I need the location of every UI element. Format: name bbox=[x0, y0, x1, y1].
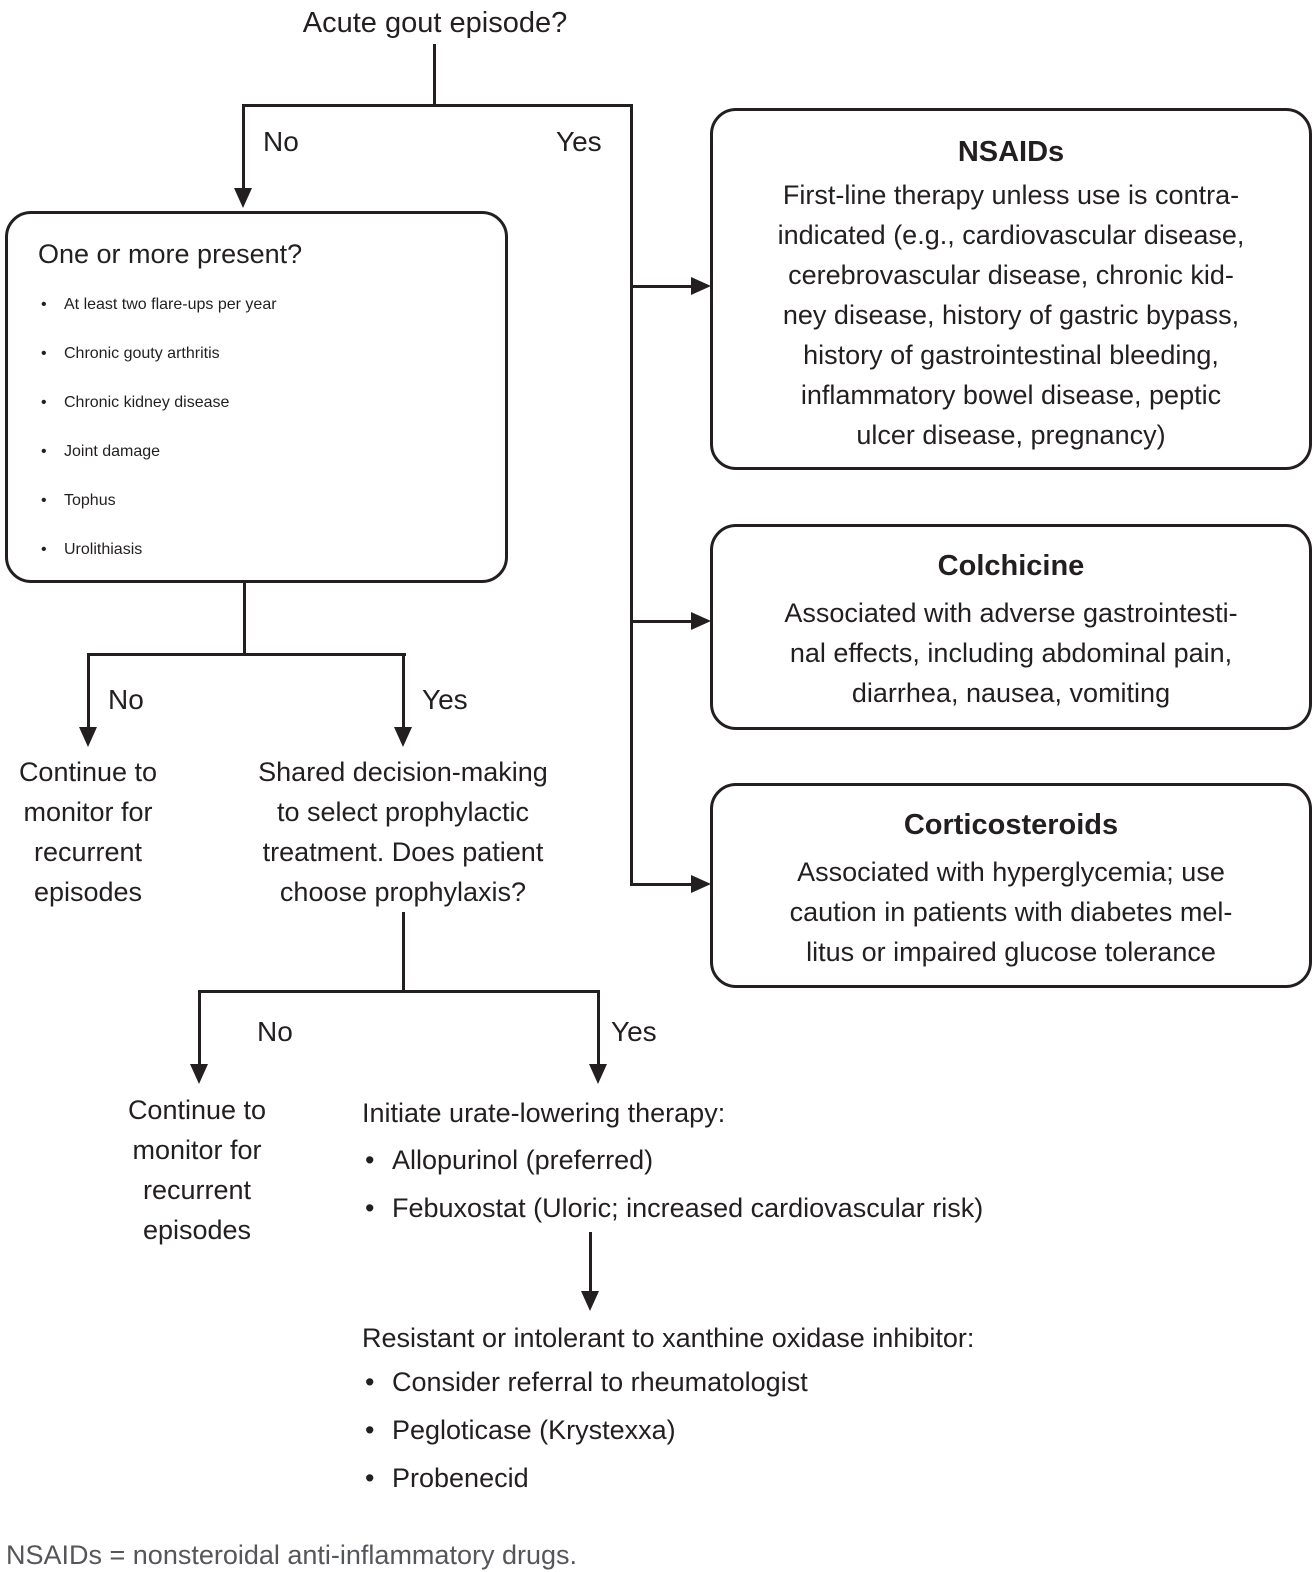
colchicine-box-body: Associated with adverse gastrointesti- n… bbox=[723, 593, 1299, 713]
shared-decision-line: choose prophylaxis? bbox=[279, 877, 527, 907]
colchicine-line: nal effects, including abdominal pain, bbox=[789, 638, 1233, 668]
corticosteroids-line: litus or impaired glucose tolerance bbox=[806, 937, 1216, 967]
connector-root-stem bbox=[433, 44, 436, 106]
connector-to-colchicine bbox=[632, 620, 694, 623]
corticosteroids-box-title: Corticosteroids bbox=[903, 809, 1119, 841]
nsaids-line: inflammatory bowel disease, peptic bbox=[800, 380, 1222, 410]
arrowhead-resistant-icon bbox=[581, 1291, 599, 1311]
shared-decision-line: to select prophylactic bbox=[276, 797, 530, 827]
connector-split3 bbox=[198, 990, 600, 993]
connector-no2-stem bbox=[87, 653, 90, 729]
criteria-box: One or more present? At least two flare-… bbox=[5, 211, 508, 583]
colchicine-line: Associated with adverse gastrointesti- bbox=[784, 598, 1238, 628]
connector-criteria-stem bbox=[243, 583, 246, 656]
criteria-item: At least two flare-ups per year bbox=[38, 280, 491, 329]
branch3-no-label: No bbox=[257, 1016, 293, 1047]
resistant-heading: Resistant or intolerant to xanthine oxid… bbox=[362, 1323, 975, 1353]
arrowhead-nsaids-icon bbox=[691, 277, 711, 295]
arrowhead-yes3-icon bbox=[589, 1064, 607, 1084]
criteria-list: At least two flare-ups per year Chronic … bbox=[38, 280, 491, 574]
shared-decision-line: Shared decision-making bbox=[258, 757, 548, 787]
shared-decision-line: treatment. Does patient bbox=[262, 837, 544, 867]
root-question: Acute gout episode? bbox=[302, 7, 568, 39]
connector-root-split bbox=[242, 104, 633, 107]
branch2-no-label: No bbox=[108, 684, 144, 715]
monitor1-line: recurrent bbox=[33, 837, 143, 867]
footnote: NSAIDs = nonsteroidal anti-inflammatory … bbox=[6, 1540, 577, 1570]
connector-no3-stem bbox=[198, 990, 201, 1066]
branch1-no-label: No bbox=[263, 126, 299, 157]
initiate-item: Allopurinol (preferred) bbox=[362, 1136, 1122, 1184]
monitor1-line: episodes bbox=[33, 877, 143, 907]
resistant-item: Probenecid bbox=[362, 1454, 1122, 1502]
arrowhead-corticosteroids-icon bbox=[691, 875, 711, 893]
connector-yes3-stem bbox=[597, 990, 600, 1066]
criteria-item: Urolithiasis bbox=[38, 525, 491, 574]
nsaids-box-body: First-line therapy unless use is contra-… bbox=[723, 175, 1299, 455]
arrowhead-colchicine-icon bbox=[691, 612, 711, 630]
connector-no1-stem bbox=[242, 104, 245, 190]
criteria-item: Tophus bbox=[38, 476, 491, 525]
monitor1-line: Continue to bbox=[18, 757, 158, 787]
monitor2-line: recurrent bbox=[142, 1175, 252, 1205]
nsaids-line: ulcer disease, pregnancy) bbox=[856, 420, 1166, 450]
connector-yes1-stem bbox=[630, 104, 633, 886]
connector-to-nsaids bbox=[632, 285, 694, 288]
monitor-node-2: Continue to monitor for recurrent episod… bbox=[97, 1090, 297, 1250]
criteria-item: Joint damage bbox=[38, 427, 491, 476]
monitor1-line: monitor for bbox=[23, 797, 153, 827]
initiate-list: Allopurinol (preferred) Febuxostat (Ulor… bbox=[362, 1136, 1122, 1232]
corticosteroids-box-body: Associated with hyperglycemia; use cauti… bbox=[723, 852, 1299, 972]
nsaids-line: First-line therapy unless use is contra- bbox=[782, 180, 1240, 210]
criteria-box-title: One or more present? bbox=[38, 239, 303, 269]
nsaids-box: NSAIDs First-line therapy unless use is … bbox=[710, 108, 1312, 470]
arrowhead-no3-icon bbox=[190, 1064, 208, 1084]
nsaids-line: indicated (e.g., cardiovascular disease, bbox=[777, 220, 1245, 250]
colchicine-box-title: Colchicine bbox=[937, 550, 1085, 582]
criteria-item: Chronic kidney disease bbox=[38, 378, 491, 427]
connector-resistant-stem bbox=[589, 1232, 592, 1294]
shared-decision-node: Shared decision-making to select prophyl… bbox=[203, 752, 603, 912]
monitor2-line: monitor for bbox=[132, 1135, 262, 1165]
nsaids-line: cerebrovascular disease, chronic kid- bbox=[788, 260, 1234, 290]
arrowhead-no2-icon bbox=[79, 727, 97, 747]
connector-split2 bbox=[87, 653, 406, 656]
arrowhead-yes2-icon bbox=[394, 727, 412, 747]
corticosteroids-line: Associated with hyperglycemia; use bbox=[797, 857, 1225, 887]
criteria-item: Chronic gouty arthritis bbox=[38, 329, 491, 378]
nsaids-line: history of gastrointestinal bleeding, bbox=[803, 340, 1219, 370]
initiate-heading: Initiate urate-lowering therapy: bbox=[362, 1098, 726, 1128]
corticosteroids-line: caution in patients with diabetes mel- bbox=[789, 897, 1233, 927]
arrowhead-no1-icon bbox=[234, 188, 252, 208]
resistant-list: Consider referral to rheumatologist Pegl… bbox=[362, 1358, 1122, 1502]
nsaids-line: ney disease, history of gastric bypass, bbox=[782, 300, 1240, 330]
initiate-item: Febuxostat (Uloric; increased cardiovasc… bbox=[362, 1184, 1122, 1232]
connector-yes2-stem bbox=[402, 653, 405, 729]
nsaids-box-title: NSAIDs bbox=[957, 136, 1065, 168]
connector-to-corticosteroids bbox=[630, 883, 694, 886]
corticosteroids-box: Corticosteroids Associated with hypergly… bbox=[710, 783, 1312, 988]
branch3-yes-label: Yes bbox=[611, 1016, 657, 1047]
connector-shared-stem bbox=[402, 912, 405, 993]
resistant-node: Resistant or intolerant to xanthine oxid… bbox=[362, 1318, 1122, 1502]
resistant-item: Pegloticase (Krystexxa) bbox=[362, 1406, 1122, 1454]
colchicine-box: Colchicine Associated with adverse gastr… bbox=[710, 524, 1312, 730]
colchicine-line: diarrhea, nausea, vomiting bbox=[851, 678, 1171, 708]
resistant-item: Consider referral to rheumatologist bbox=[362, 1358, 1122, 1406]
monitor2-line: Continue to bbox=[127, 1095, 267, 1125]
branch1-yes-label: Yes bbox=[556, 126, 602, 157]
initiate-therapy-node: Initiate urate-lowering therapy: Allopur… bbox=[362, 1093, 1122, 1232]
monitor2-line: episodes bbox=[142, 1215, 252, 1245]
branch2-yes-label: Yes bbox=[422, 684, 468, 715]
monitor-node-1: Continue to monitor for recurrent episod… bbox=[0, 752, 178, 912]
